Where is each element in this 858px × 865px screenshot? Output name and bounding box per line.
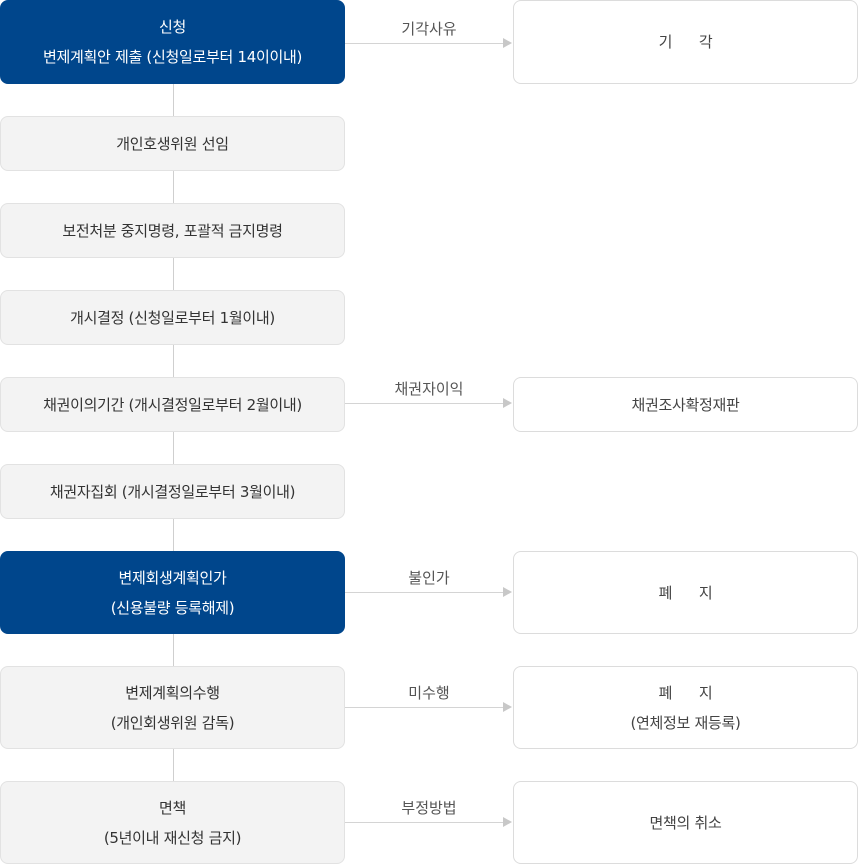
outcome-line: 채권조사확정재판: [631, 395, 740, 414]
arrow-head-icon: [503, 702, 512, 712]
connector-line: [173, 84, 174, 116]
step-line: 개인호생위원 선임: [116, 134, 229, 153]
step-line: 변제회생계획인가: [118, 568, 227, 587]
step-preservation-order: 보전처분 중지명령, 포괄적 금지명령: [0, 203, 345, 258]
step-line: 면책: [158, 798, 186, 817]
connector-line: [173, 749, 174, 781]
step-line: 보전처분 중지명령, 포괄적 금지명령: [62, 221, 283, 240]
branch-label: 채권자이익: [394, 380, 464, 398]
connector-line: [173, 258, 174, 290]
outcome-line: 폐 지: [658, 683, 713, 702]
step-application: 신청 변제계획안 제출 (신청일로부터 14이이내): [0, 0, 345, 84]
connector-line: [173, 171, 174, 203]
arrow-head-icon: [503, 398, 512, 408]
step-plan-execution: 변제계획의수행 (개인회생위원 감독): [0, 666, 345, 749]
step-commissioner-appointment: 개인호생위원 선임: [0, 116, 345, 171]
branch-arrow-line: [345, 403, 503, 404]
step-line: (5년이내 재신청 금지): [103, 828, 242, 847]
step-discharge: 면책 (5년이내 재신청 금지): [0, 781, 345, 864]
step-line: (개인회생위원 감독): [110, 713, 235, 732]
outcome-abolition-reregister: 폐 지 (연체정보 재등록): [513, 666, 858, 749]
branch-label: 불인가: [408, 569, 450, 587]
step-line: 변제계획안 제출 (신청일로부터 14이이내): [43, 48, 302, 66]
branch-arrow-line: [345, 592, 503, 593]
step-objection-period: 채권이의기간 (개시결정일로부터 2월이내): [0, 377, 345, 432]
outcome-dismissal: 기 각: [513, 0, 858, 84]
step-line: 채권이의기간 (개시결정일로부터 2월이내): [43, 395, 302, 414]
branch-arrow-line: [345, 43, 503, 44]
arrow-head-icon: [503, 38, 512, 48]
branch-label: 부정방법: [401, 799, 457, 817]
branch-label: 기각사유: [401, 20, 457, 38]
connector-line: [173, 345, 174, 377]
step-commencement-decision: 개시결정 (신청일로부터 1월이내): [0, 290, 345, 345]
step-line: (신용불량 등록해제): [110, 598, 235, 617]
connector-line: [173, 634, 174, 666]
outcome-line: 기 각: [658, 33, 713, 51]
branch-arrow-line: [345, 707, 503, 708]
outcome-line: 폐 지: [658, 583, 713, 602]
step-line: 신청: [158, 18, 186, 36]
outcome-abolition: 폐 지: [513, 551, 858, 634]
arrow-head-icon: [503, 817, 512, 827]
step-line: 개시결정 (신청일로부터 1월이내): [70, 308, 275, 327]
step-plan-approval: 변제회생계획인가 (신용불량 등록해제): [0, 551, 345, 634]
arrow-head-icon: [503, 587, 512, 597]
outcome-line: (연체정보 재등록): [630, 713, 741, 732]
step-line: 채권자집회 (개시결정일로부터 3월이내): [49, 482, 296, 501]
outcome-discharge-cancel: 면책의 취소: [513, 781, 858, 864]
outcome-line: 면책의 취소: [649, 813, 722, 832]
step-creditors-meeting: 채권자집회 (개시결정일로부터 3월이내): [0, 464, 345, 519]
connector-line: [173, 519, 174, 551]
branch-label: 미수행: [408, 684, 450, 702]
step-line: 변제계획의수행: [125, 683, 220, 702]
outcome-claim-trial: 채권조사확정재판: [513, 377, 858, 432]
connector-line: [173, 432, 174, 464]
branch-arrow-line: [345, 822, 503, 823]
